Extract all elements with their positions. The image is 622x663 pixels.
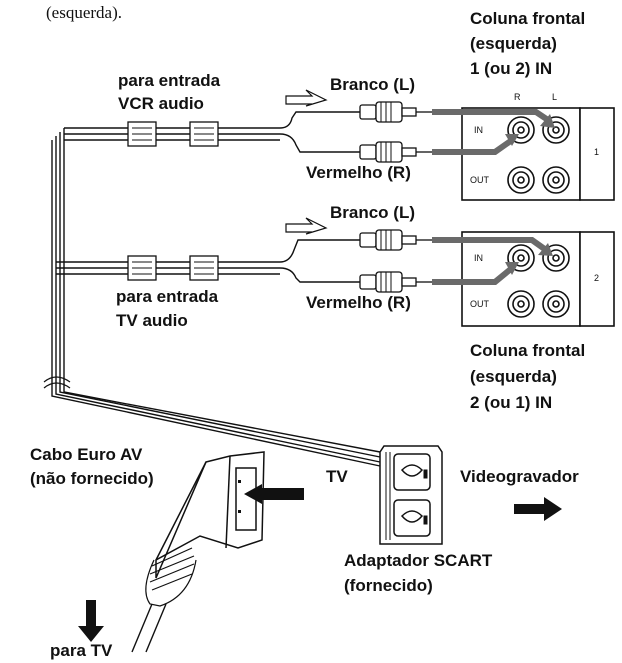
- white-l-label-1: Branco (L): [330, 75, 415, 94]
- connect-arrow-white-1: [432, 109, 550, 123]
- rca-plug-red-2: [359, 271, 432, 293]
- panel2-in-label: IN: [474, 253, 483, 263]
- trunk-cable: [63, 128, 381, 453]
- tv-audio-line2: TV audio: [116, 311, 188, 330]
- panel1-r-label: R: [514, 92, 521, 102]
- connect-arrow-red-1: [432, 137, 514, 155]
- red-r-label-2: Vermelho (R): [306, 293, 411, 312]
- connect-arrow-white-2: [432, 237, 548, 253]
- panel2-number: 2: [594, 273, 600, 283]
- rca-plug-white-1: [359, 101, 432, 123]
- arrow-down-to-tv: [78, 600, 104, 642]
- vcr-label: Videogravador: [460, 467, 579, 486]
- red-r-label-1: Vermelho (R): [306, 163, 411, 182]
- tv-audio-line1: para entrada: [116, 287, 219, 306]
- scart-adapter: [379, 445, 443, 545]
- scart-line1: Adaptador SCART: [344, 551, 493, 570]
- front-left-1-line1: Coluna frontal: [470, 9, 586, 28]
- top-text: (esquerda).: [46, 3, 122, 22]
- upper-branch-cable: [64, 111, 360, 129]
- front-left-1-line3: 1 (ou 2) IN: [470, 59, 553, 78]
- panel1-number: 1: [594, 147, 600, 157]
- to-tv-label: para TV: [50, 641, 113, 660]
- panel1-out-label: OUT: [470, 175, 489, 185]
- connect-arrow-red-2: [432, 265, 514, 285]
- rca-plug-white-2: [359, 229, 432, 251]
- euro-cable-line2: (não fornecido): [30, 469, 154, 488]
- panel1-l-label: L: [552, 92, 558, 102]
- vcr-audio-line2: VCR audio: [118, 94, 204, 113]
- panel1-in-label: IN: [474, 125, 483, 135]
- arrow-to-tv: [244, 484, 304, 504]
- front-left-2-line1: Coluna frontal: [470, 341, 586, 360]
- vcr-audio-line1: para entrada: [118, 71, 221, 90]
- front-left-2-line2: (esquerda): [470, 367, 557, 386]
- rca-plug-red-1: [359, 141, 432, 163]
- front-left-1-line2: (esquerda): [470, 34, 557, 53]
- plug-direction-arrow: [285, 217, 328, 235]
- scart-line2: (fornecido): [344, 576, 433, 595]
- lower-branch-cable: [56, 239, 360, 263]
- white-l-label-2: Branco (L): [330, 203, 415, 222]
- tv-label: TV: [326, 467, 348, 486]
- front-left-2-line3: 2 (ou 1) IN: [470, 393, 553, 412]
- panel2-out-label: OUT: [470, 299, 489, 309]
- arrow-to-vcr: [514, 497, 562, 521]
- euro-cable-line1: Cabo Euro AV: [30, 445, 143, 464]
- plug-direction-arrow: [285, 89, 328, 107]
- euro-av-connector: [155, 451, 265, 579]
